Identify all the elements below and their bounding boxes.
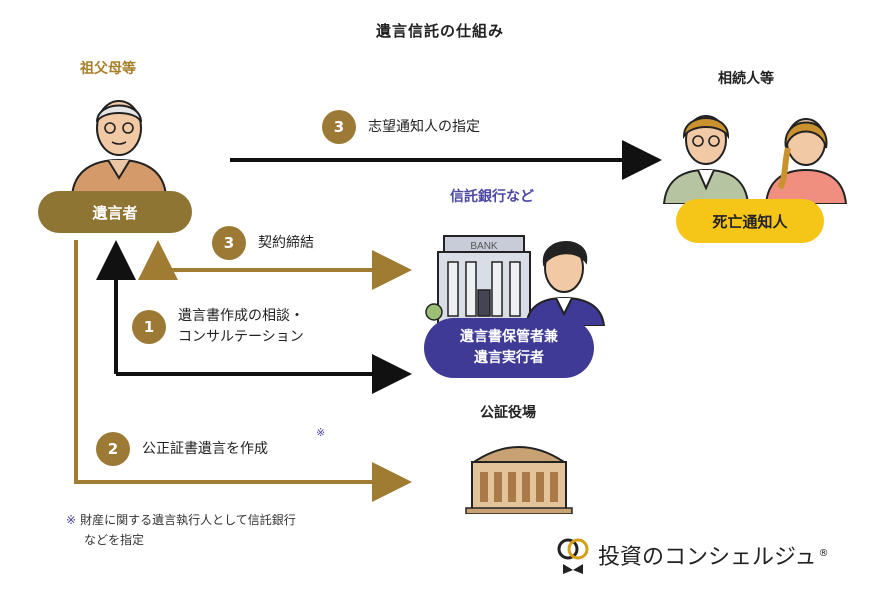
testator-pill: 遺言者: [38, 191, 192, 233]
brand-name-text: 投資のコンシェルジュ: [598, 545, 817, 570]
footnote-line1: 財産に関する遺言執行人として信託銀行: [80, 513, 296, 527]
notary-office-illustration: [465, 446, 573, 514]
step-number: 3: [322, 110, 356, 144]
brand-logo: 投資のコンシェルジュ®: [556, 536, 828, 574]
bank-illustration: BANK: [425, 235, 606, 326]
step-number: 3: [212, 226, 246, 260]
page-title: 遺言信託の仕組み: [375, 22, 504, 40]
trust-bank-label: 信託銀行など: [450, 189, 534, 205]
custodian-executor-pill: 遺言書保管者兼 遺言実行者: [424, 318, 594, 378]
bank-sign: BANK: [470, 241, 498, 252]
footnote-reference-mark: ※: [316, 426, 326, 439]
step-consultation: 1 遺言書作成の相談・ コンサルテーション: [132, 306, 304, 348]
step-label: 志望通知人の指定: [368, 118, 480, 135]
step-label-line2: コンサルテーション: [178, 329, 304, 345]
step-label: 公正証書遺言を作成: [142, 440, 268, 457]
death-notifier-pill: 死亡通知人: [676, 199, 824, 243]
step-label: 契約締結: [258, 234, 314, 251]
step-label: 遺言書作成の相談・ コンサルテーション: [178, 306, 304, 348]
brand-name: 投資のコンシェルジュ®: [598, 539, 828, 571]
grandparents-label: 祖父母等: [80, 61, 136, 77]
step-contract: 3 契約締結: [212, 226, 314, 260]
heirs-label: 相続人等: [718, 71, 774, 87]
step-designate-notifier: 3 志望通知人の指定: [322, 110, 480, 144]
custodian-line2: 遺言実行者: [474, 350, 544, 366]
footnote: ※財産に関する遺言執行人として信託銀行 などを指定: [66, 510, 426, 550]
step-number: 2: [96, 432, 130, 466]
step-number: 1: [132, 310, 166, 344]
grandfather-illustration: [70, 100, 168, 196]
heirs-illustration: [662, 115, 848, 204]
custodian-line1: 遺言書保管者兼: [460, 329, 558, 345]
arrow-notarial: [74, 240, 412, 502]
notary-office-label: 公証役場: [480, 405, 536, 421]
footnote-mark: ※: [66, 513, 77, 527]
step-label-line1: 遺言書作成の相談・: [178, 308, 304, 324]
step-notarial-will: 2 公正証書遺言を作成: [96, 432, 268, 466]
brand-mark-icon: [557, 538, 589, 574]
registered-mark: ®: [818, 547, 829, 559]
footnote-line2: などを指定: [84, 533, 145, 547]
